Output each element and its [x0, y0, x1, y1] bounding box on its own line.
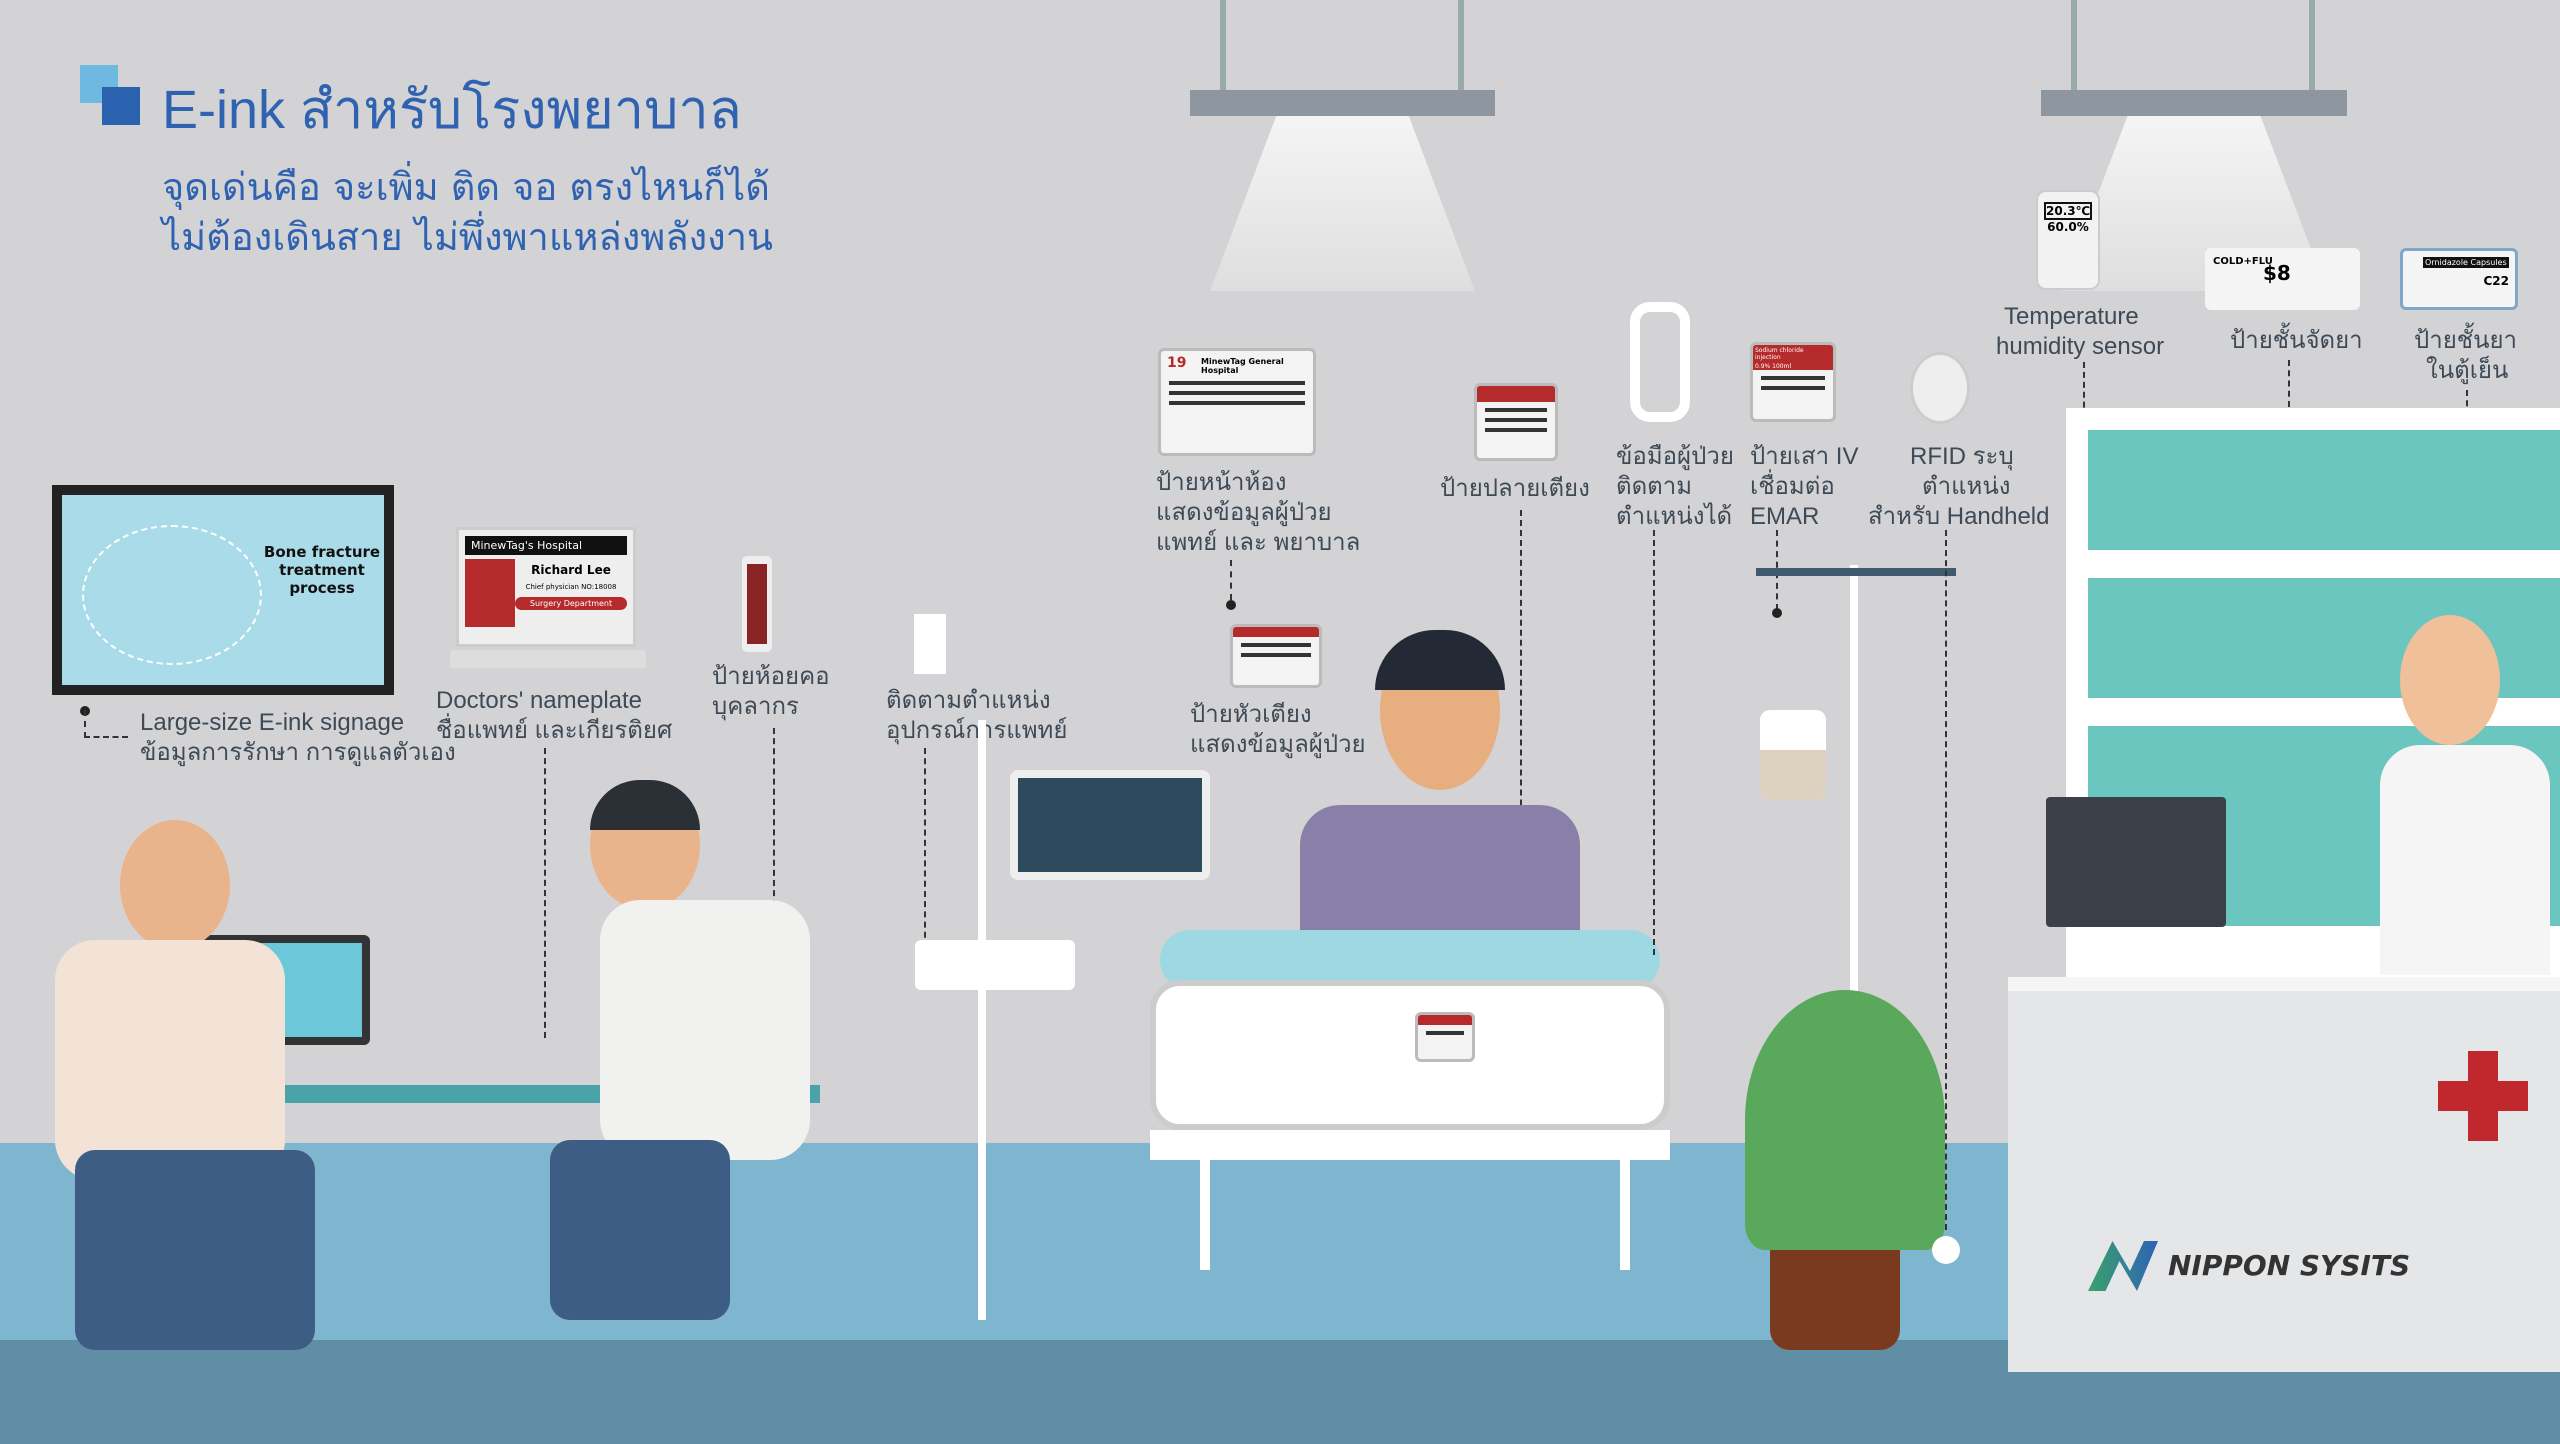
bed-head-tag	[1230, 624, 1322, 688]
staff-badge	[742, 556, 772, 652]
subtitle-line-1: จุดเด่นคือ จะเพิ่ม ติด จอ ตรงไหนก็ได้	[162, 165, 770, 209]
rfid-puck	[1910, 352, 1970, 424]
sensor-label-1: Temperature	[2004, 303, 2139, 330]
nameplate-role: Chief physician NO:18008	[525, 583, 617, 591]
bed-foot-tag	[1474, 383, 1558, 461]
brand-name: NIPPON SYSITS	[2168, 1249, 2411, 1282]
iv-label-3: EMAR	[1750, 503, 1820, 530]
badge-label-1: ป้ายห้อยคอ	[712, 663, 830, 690]
door-sign-room: 19	[1167, 355, 1187, 371]
sensor-temp: 20.3℃	[2044, 202, 2092, 220]
equipment-label-1: ติดตามตำแหน่ง	[886, 687, 1051, 714]
wristband-label-1: ข้อมือผู้ป่วย	[1616, 443, 1734, 470]
temp-humidity-sensor: 20.3℃ 60.0%	[2036, 190, 2100, 290]
hospital-bed	[1120, 930, 1710, 1310]
iv-bag	[1760, 710, 1826, 800]
doctor-nameplate: MinewTag's Hospital Richard Lee Chief ph…	[456, 527, 636, 647]
fridge-tag-label-2: ในตู้เย็น	[2426, 357, 2509, 384]
bed-head-label-1: ป้ายหัวเตียง	[1190, 701, 1312, 728]
iv-drug: Sodium chloride injection	[1753, 345, 1833, 363]
patient-elderly	[55, 820, 315, 1380]
door-sign-tag: MinewTag General Hospital 19	[1158, 348, 1316, 456]
plant	[1745, 990, 1945, 1250]
shelf-tag-price: $8	[2263, 261, 2291, 285]
plant-pot	[1770, 1250, 1900, 1350]
fridge-tag-product: Ornidazole Capsules	[2423, 257, 2509, 268]
shelf-tag-product: COLD+FLU	[2213, 256, 2273, 267]
medical-cross-icon	[2438, 1051, 2528, 1141]
signage-screen-title: Bone fracture treatment process	[263, 543, 381, 597]
bed-head-label-2: แสดงข้อมูลผู้ป่วย	[1190, 731, 1366, 758]
sensor-humidity: 60.0%	[2047, 220, 2089, 234]
iv-dose: 0.9% 100ml	[1753, 363, 1833, 370]
patient-young	[1290, 630, 1590, 970]
wristband-label-2: ติดตาม	[1616, 473, 1693, 500]
pharmacy-counter: NIPPON SYSITS	[2008, 977, 2560, 1372]
bed-foot-tag-small	[1415, 1012, 1475, 1062]
wristband-label-3: ตำแหน่งได้	[1616, 503, 1733, 530]
door-sign-label-3: แพทย์ และ พยาบาล	[1156, 529, 1361, 556]
shelf-tag: COLD+FLU $8	[2205, 248, 2360, 310]
brand-logo-icon	[2088, 1241, 2158, 1291]
iv-label-1: ป้ายเสา IV	[1750, 443, 1859, 470]
pharmacy-monitor	[2046, 797, 2226, 927]
nameplate-label-en: Doctors' nameplate	[436, 687, 643, 714]
door-sign-label-2: แสดงข้อมูลผู้ป่วย	[1156, 499, 1332, 526]
medical-monitor	[1010, 770, 1210, 880]
nameplate-label-th: ชื่อแพทย์ และเกียรติยศ	[436, 717, 673, 744]
rfid-label-3: สำหรับ Handheld	[1868, 503, 2050, 530]
door-sign-hospital: MinewTag General Hospital	[1201, 357, 1284, 375]
equipment-tracker	[914, 614, 946, 674]
nameplate-name: Richard Lee	[531, 563, 611, 577]
iv-pole-tag: Sodium chloride injection 0.9% 100ml	[1750, 342, 1836, 422]
signage-label-en: Large-size E-ink signage	[140, 709, 405, 736]
ceiling-lamp	[1190, 0, 1495, 300]
pharmacist	[2360, 615, 2560, 975]
infusion-pump	[915, 940, 1075, 990]
nameplate-hospital: MinewTag's Hospital	[465, 536, 627, 555]
subtitle-line-2: ไม่ต้องเดินสาย ไม่พึ่งพาแหล่งพลังงาน	[162, 215, 774, 259]
rfid-label-2: ตำแหน่ง	[1922, 473, 2011, 500]
title-logo-icon	[80, 65, 140, 125]
shelf-tag-label: ป้ายชั้นจัดยา	[2230, 327, 2363, 354]
doctor	[540, 780, 840, 1340]
equipment-label-2: อุปกรณ์การแพทย์	[886, 717, 1068, 744]
fridge-tag: Ornidazole Capsules C22	[2400, 248, 2518, 310]
sensor-label-2: humidity sensor	[1996, 333, 2165, 360]
fridge-tag-label-1: ป้ายชั้นยา	[2414, 327, 2518, 354]
eink-signage: Bone fracture treatment process	[52, 485, 394, 695]
rfid-label-1: RFID ระบุ	[1910, 443, 2014, 470]
iv-label-2: เชื่อมต่อ	[1750, 473, 1835, 500]
iv-pole	[1850, 565, 1858, 1335]
bed-foot-label: ป้ายปลายเตียง	[1440, 475, 1590, 502]
door-sign-label-1: ป้ายหน้าห้อง	[1156, 469, 1287, 496]
signage-label-th: ข้อมูลการรักษา การดูแลตัวเอง	[140, 739, 456, 766]
wristband-device	[1630, 302, 1690, 422]
nameplate-department: Surgery Department	[515, 597, 627, 610]
fridge-tag-code: C22	[2483, 274, 2509, 288]
page-title: E-ink สำหรับโรงพยาบาล	[162, 80, 742, 140]
badge-label-2: บุคลากร	[712, 693, 799, 720]
